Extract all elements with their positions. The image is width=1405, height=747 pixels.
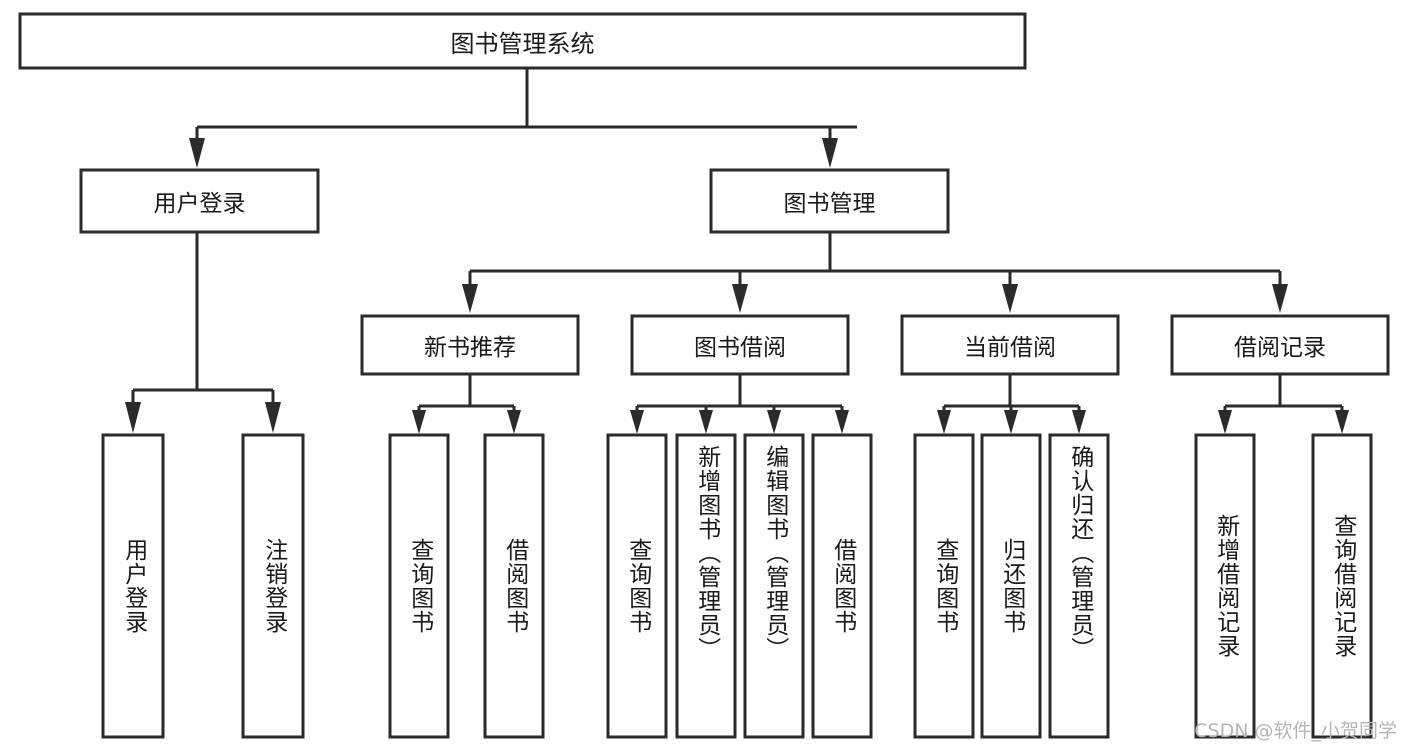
- node-leaf-borrow-book-2-box[interactable]: [811, 433, 873, 739]
- arrowhead-leaf-query-book-1: [412, 410, 426, 434]
- arrowhead-leaf-borrow-book-2: [835, 410, 849, 434]
- node-root-box[interactable]: [18, 12, 1027, 70]
- arrowhead-to-user-login: [189, 138, 205, 168]
- node-leaf-edit-book-box[interactable]: [743, 433, 805, 739]
- arrowhead-leaf-user-login: [125, 402, 141, 433]
- arrowhead-current-borrow: [1002, 284, 1018, 313]
- arrowhead-leaf-query-book-3: [937, 410, 951, 434]
- arrowhead-leaf-query-book-2: [630, 410, 644, 434]
- node-book-manage-box[interactable]: [709, 168, 950, 234]
- node-leaf-confirm-return-box[interactable]: [1048, 433, 1110, 739]
- node-user-login-box[interactable]: [79, 168, 320, 234]
- node-leaf-query-book-1-box[interactable]: [388, 433, 450, 739]
- node-leaf-logout-box[interactable]: [241, 433, 305, 739]
- node-leaf-add-record-box[interactable]: [1194, 433, 1256, 739]
- node-leaf-return-book-box[interactable]: [980, 433, 1042, 739]
- arrowhead-leaf-add-record: [1218, 410, 1232, 434]
- arrowhead-to-book-manage: [822, 138, 838, 168]
- arrowhead-new-book-rec: [462, 284, 478, 313]
- arrowhead-leaf-borrow-book-1: [507, 410, 521, 434]
- arrowhead-leaf-add-book: [699, 410, 713, 434]
- node-borrow-record-box[interactable]: [1170, 314, 1390, 376]
- arrowhead-book-borrow: [732, 284, 748, 313]
- node-leaf-user-login-box[interactable]: [101, 433, 165, 739]
- arrowhead-leaf-edit-book: [767, 410, 781, 434]
- arrowhead-leaf-confirm-return: [1072, 410, 1086, 434]
- node-leaf-query-record-box[interactable]: [1311, 433, 1373, 739]
- arrowhead-leaf-query-record: [1335, 410, 1349, 434]
- node-new-book-rec-box[interactable]: [360, 314, 580, 376]
- arrowhead-borrow-record: [1272, 284, 1288, 313]
- arrowhead-leaf-return-book: [1004, 410, 1018, 434]
- arrowhead-leaf-logout: [265, 402, 281, 433]
- node-leaf-add-book-box[interactable]: [675, 433, 737, 739]
- node-leaf-query-book-2-box[interactable]: [606, 433, 668, 739]
- node-leaf-borrow-book-1-box[interactable]: [483, 433, 545, 739]
- node-current-borrow-box[interactable]: [900, 314, 1120, 376]
- node-book-borrow-box[interactable]: [630, 314, 850, 376]
- node-leaf-query-book-3-box[interactable]: [913, 433, 975, 739]
